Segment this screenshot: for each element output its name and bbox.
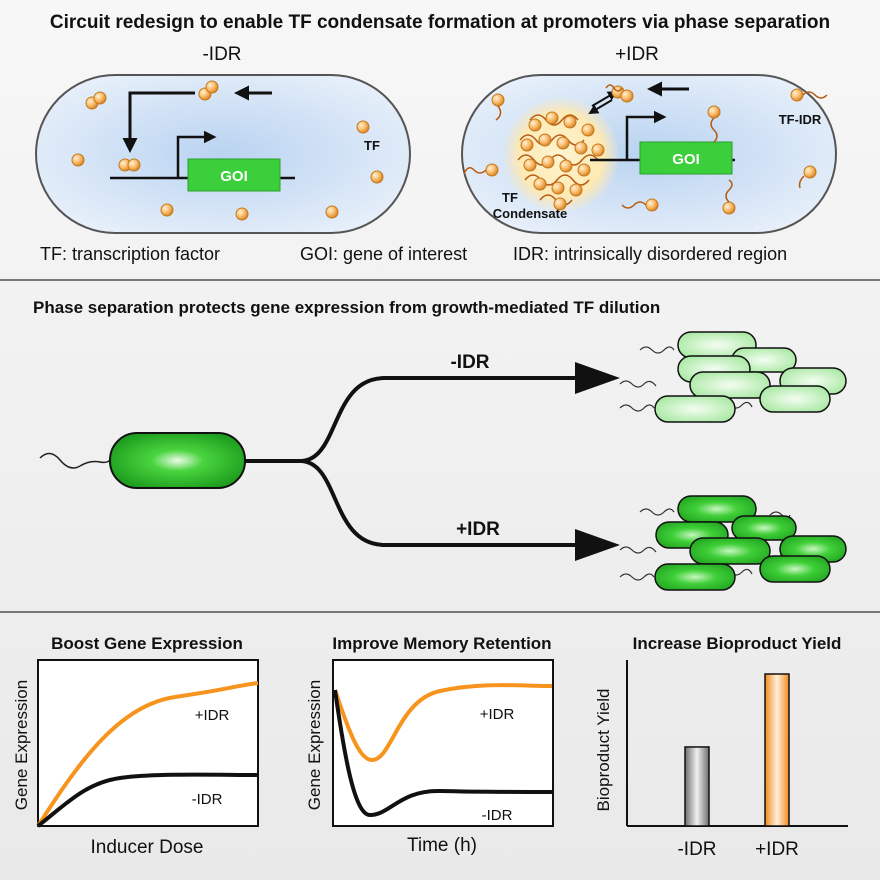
tf-label: TF xyxy=(364,138,380,153)
arrowhead-top xyxy=(575,362,620,394)
plus-idr-cell: GOI TF Condensate TF-IDR xyxy=(461,74,837,234)
panel1-label-minus: -IDR xyxy=(192,791,223,808)
bar-plus-idr xyxy=(764,673,790,827)
goi-box xyxy=(187,158,281,192)
condensate-label-tf: TF xyxy=(502,190,518,205)
panel1-series-minus-idr xyxy=(36,772,259,828)
branch-label-minus-idr: -IDR xyxy=(450,352,489,373)
section1-title: Circuit redesign to enable TF condensate… xyxy=(50,12,830,33)
minus-idr-cell: GOI TF xyxy=(35,74,411,234)
panel2-label-minus: -IDR xyxy=(482,807,513,824)
legend-idr: IDR: intrinsically disordered region xyxy=(513,244,787,264)
minus-idr-cell-label: -IDR xyxy=(202,44,241,65)
panel1-xlabel: Inducer Dose xyxy=(90,837,203,858)
tf-molecules xyxy=(71,80,384,221)
promoter-arrow-right xyxy=(625,110,667,160)
condensate-label-word: Condensate xyxy=(493,206,567,221)
legend-goi: GOI: gene of interest xyxy=(300,244,467,264)
panel-boost-expression: Boost Gene Expression +IDR -IDR Inducer … xyxy=(12,634,259,858)
panel3-title: Increase Bioproduct Yield xyxy=(633,634,842,653)
panel2-series-minus-idr xyxy=(333,689,553,818)
panel1-series-plus-idr xyxy=(36,681,259,828)
panel2-plot-area xyxy=(332,659,554,827)
tf-idr-molecules xyxy=(463,84,828,215)
panel2-title: Improve Memory Retention xyxy=(332,634,551,653)
bar-minus-idr xyxy=(684,746,710,827)
protected-cell-cluster xyxy=(619,495,847,591)
section2-title: Phase separation protects gene expressio… xyxy=(33,298,660,317)
panel2-series-plus-idr xyxy=(333,683,553,763)
panel2-label-plus: +IDR xyxy=(480,706,515,723)
branch-arrows xyxy=(245,376,590,547)
goi-box-right xyxy=(639,141,733,175)
goi-label-right: GOI xyxy=(672,151,700,168)
panel2-ylabel: Gene Expression xyxy=(305,680,324,810)
panel1-ylabel: Gene Expression xyxy=(12,680,31,810)
panel3-ylabel: Bioproduct Yield xyxy=(594,689,613,812)
promoter-arrow xyxy=(176,130,217,178)
exchange-arrow-in xyxy=(588,99,613,115)
panel2-xlabel: Time (h) xyxy=(407,835,477,856)
panel3-tick-minus: -IDR xyxy=(677,839,716,860)
branch-label-plus-idr: +IDR xyxy=(456,519,500,540)
condensate-balls xyxy=(520,111,605,211)
tf-idr-label: TF-IDR xyxy=(779,112,822,127)
panel3-tick-plus: +IDR xyxy=(755,839,799,860)
diluted-cell-cluster xyxy=(619,331,847,423)
parent-cell xyxy=(39,432,246,489)
panel1-label-plus: +IDR xyxy=(195,707,230,724)
panel-bioproduct-yield: Increase Bioproduct Yield -IDR +IDR Biop… xyxy=(594,634,848,860)
legend-tf: TF: transcription factor xyxy=(40,244,220,264)
goi-label: GOI xyxy=(220,168,248,185)
binding-arrow xyxy=(122,91,195,153)
panel-memory-retention: Improve Memory Retention +IDR -IDR Time … xyxy=(305,634,554,856)
arrowhead-bottom xyxy=(575,529,620,561)
panel1-title: Boost Gene Expression xyxy=(51,634,243,653)
plus-idr-cell-label: +IDR xyxy=(615,44,659,65)
